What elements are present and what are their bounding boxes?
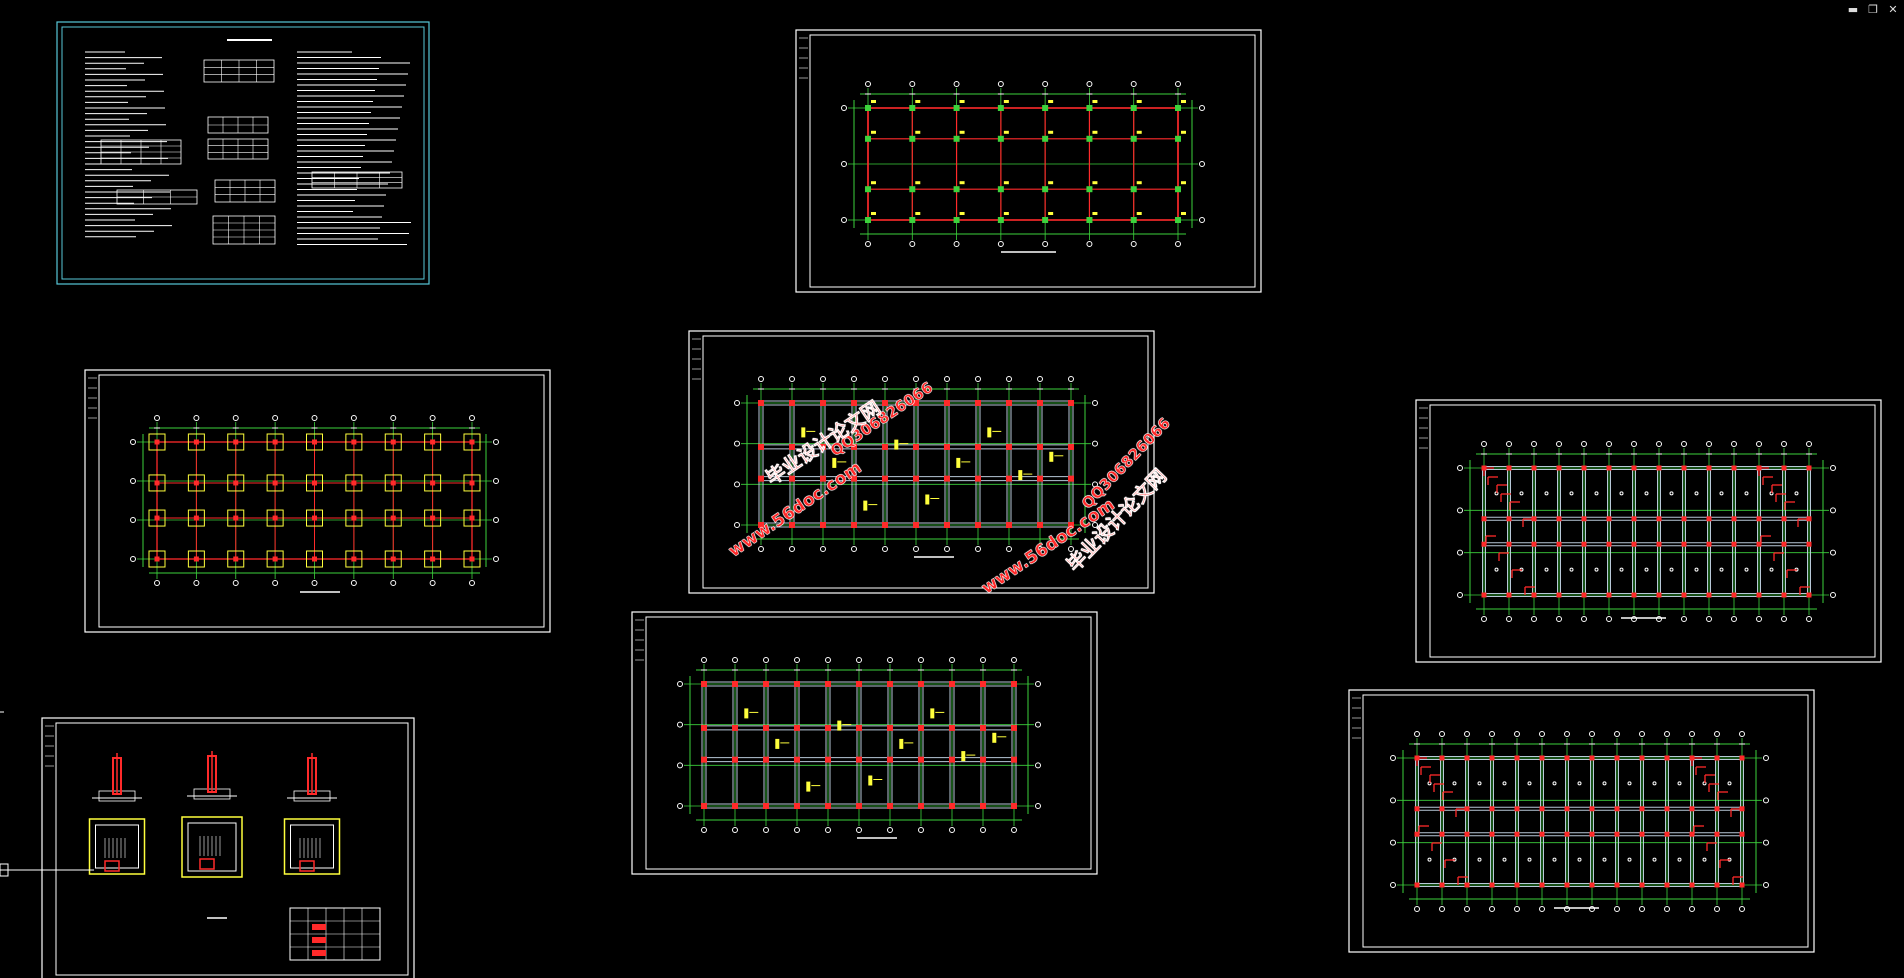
close-icon[interactable]: ✕: [1888, 3, 1898, 16]
floor-slab-plan-sheet-1[interactable]: [1415, 399, 1882, 663]
floor-slab-plan-sheet-2[interactable]: [1348, 689, 1815, 953]
floor-beam-plan-sheet-2[interactable]: [631, 611, 1098, 875]
floor-beam-plan-sheet-1[interactable]: [688, 330, 1155, 594]
minimize-icon[interactable]: ▬: [1847, 3, 1859, 16]
foundation-plan-sheet[interactable]: [84, 369, 551, 633]
foundation-detail-sheet[interactable]: [0, 717, 415, 978]
design-notes-sheet[interactable]: [56, 21, 430, 285]
restore-icon[interactable]: ❐: [1868, 3, 1878, 16]
column-plan-sheet[interactable]: [795, 29, 1262, 293]
